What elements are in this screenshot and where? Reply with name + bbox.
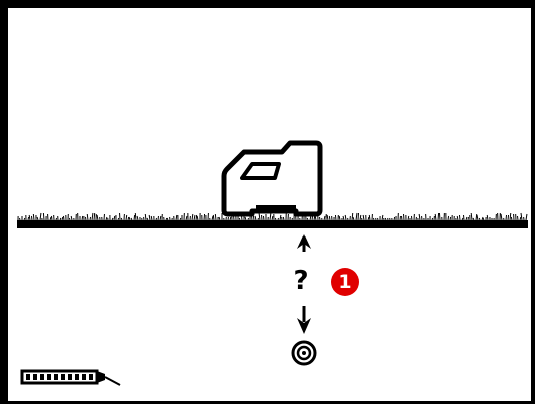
battery-cell: [33, 374, 37, 380]
battery-cell: [26, 374, 30, 380]
battery-cell: [40, 374, 44, 380]
alert-badge: 1: [331, 268, 359, 296]
arrow-up-icon: [297, 234, 311, 252]
depth-status-text: ?: [286, 266, 316, 296]
target-icon: [293, 342, 315, 364]
battery-cell: [89, 374, 93, 380]
battery-cell: [68, 374, 72, 380]
battery-cell: [61, 374, 65, 380]
locator-device-icon: [224, 143, 320, 214]
arrow-down-icon: [297, 306, 311, 334]
battery-cell: [75, 374, 79, 380]
ground-surface: [17, 213, 528, 228]
battery-icon: [22, 371, 120, 385]
battery-cell: [54, 374, 58, 380]
battery-cell: [82, 374, 86, 380]
battery-cell: [47, 374, 51, 380]
